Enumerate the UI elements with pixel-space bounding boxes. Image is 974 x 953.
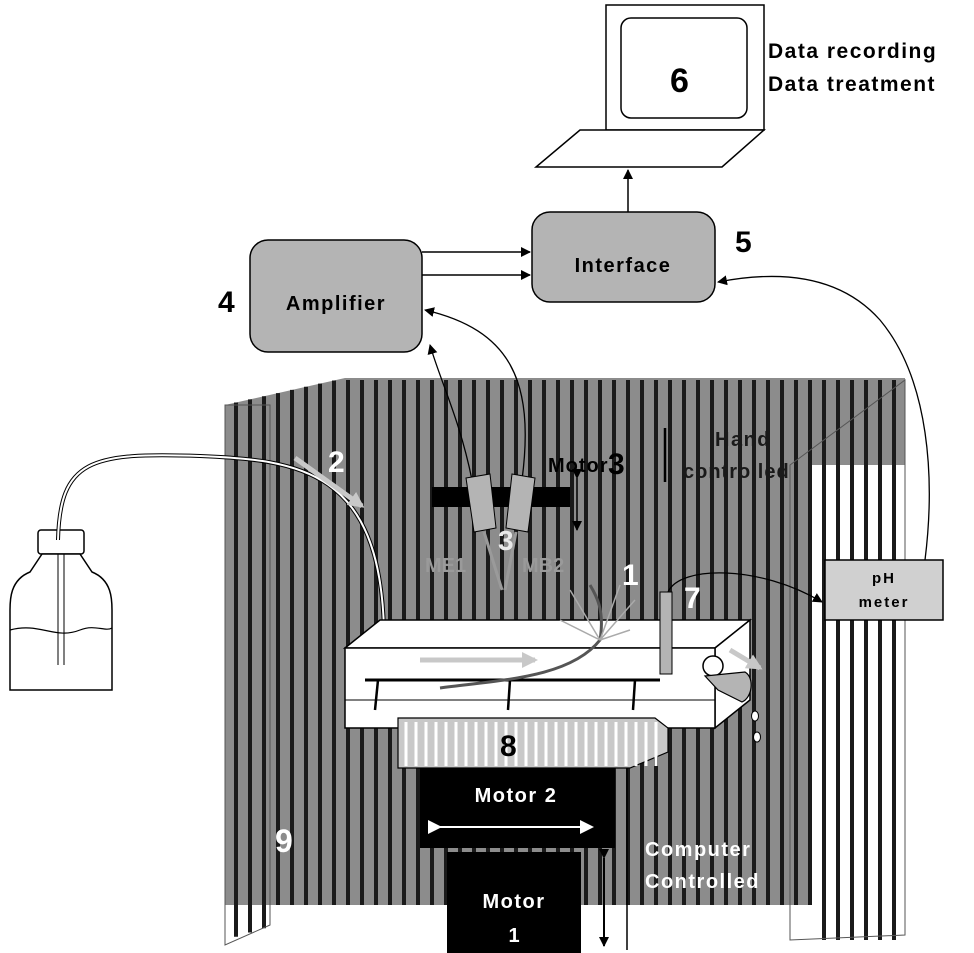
label-3-electrodes: 3 [498, 525, 514, 556]
label-3-motor: 3 [608, 448, 625, 481]
hand-label: Hand [715, 429, 771, 451]
electrode-holders [465, 473, 536, 591]
label-me1: ME1 [425, 555, 466, 577]
controlled-label: controlled [683, 461, 790, 483]
interface-label: Interface [575, 255, 672, 277]
flow-in-arrow [293, 455, 365, 509]
ph-meter-box [824, 559, 944, 621]
flow-out-arrow [728, 647, 763, 671]
cable-probe-to-ph-meter [667, 572, 823, 603]
meter-label: meter [859, 594, 910, 611]
label-7: 7 [684, 582, 701, 615]
data-recording-label: Data recording [768, 40, 937, 63]
solution-bottle [9, 529, 113, 691]
stage-8 [397, 717, 669, 769]
motor2-box [420, 768, 615, 848]
computer-monitor [533, 4, 766, 168]
data-treatment-label: Data treatment [768, 73, 936, 96]
motor3-bar [432, 487, 570, 507]
computer-controlled-label: Controlled [645, 871, 760, 893]
interface-box [531, 211, 716, 303]
label-4: 4 [218, 286, 235, 319]
motor1-label: Motor [482, 891, 545, 913]
ph-probe [659, 591, 673, 675]
label-2: 2 [328, 446, 345, 479]
motor1-number: 1 [508, 925, 519, 947]
motor2-label: Motor 2 [475, 785, 558, 807]
cable-ph-to-interface [717, 275, 930, 561]
enclosure-side-panels [224, 379, 906, 946]
cable-electrode-2 [424, 307, 526, 481]
label-5: 5 [735, 226, 752, 259]
motor3-label: Motor [548, 455, 609, 477]
label-mb2: MB2 [522, 555, 564, 577]
ph-label: pH [872, 570, 896, 587]
amplifier-label: Amplifier [286, 293, 386, 315]
label-9: 9 [275, 823, 293, 859]
label-6: 6 [670, 62, 689, 100]
amplifier-box [249, 239, 423, 353]
cable-electrode-1 [427, 344, 473, 481]
label-8: 8 [500, 730, 517, 763]
label-1: 1 [622, 559, 639, 592]
motor1-box [447, 852, 581, 953]
tubing-inner [57, 454, 385, 631]
computer-label: Computer [645, 839, 751, 861]
